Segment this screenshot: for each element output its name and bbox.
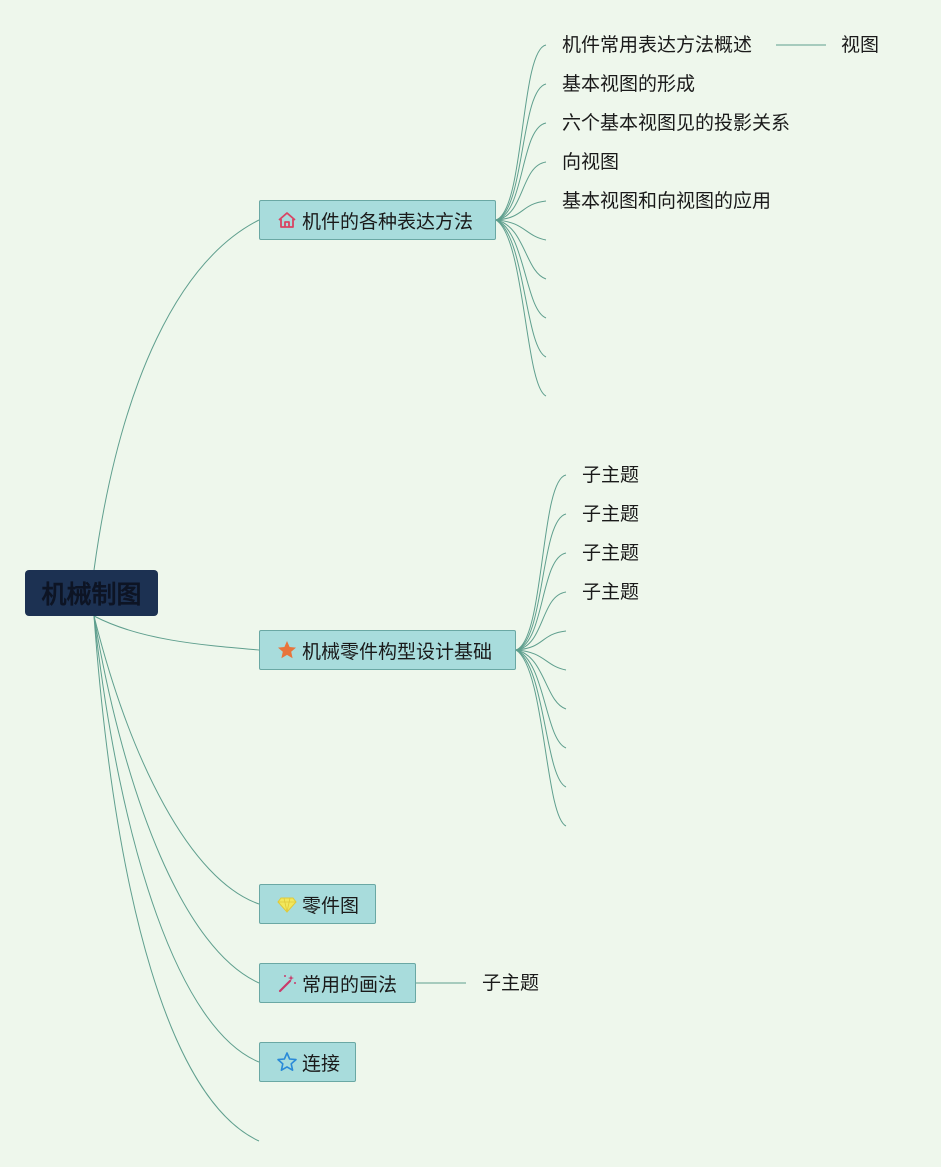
subtopic-basic-view-formation[interactable]: 基本视图的形成	[562, 73, 696, 95]
branch-topic-label: 连接	[302, 1052, 341, 1075]
subtopic-view[interactable]: 视图	[841, 34, 880, 56]
branch-topic-label: 机械零件构型设计基础	[302, 640, 493, 663]
branch-topic-part-drawing[interactable]: 零件图	[259, 884, 376, 924]
subtopic-common-methods-child[interactable]: 子主题	[482, 972, 540, 994]
branch-topic-label: 零件图	[302, 894, 360, 917]
connector-root-branch2	[93, 615, 260, 651]
branch-topic-connection[interactable]: 连接	[259, 1042, 356, 1082]
subtopic-3[interactable]: 子主题	[582, 542, 640, 564]
house-icon	[276, 209, 298, 231]
branch-topic-part-design[interactable]: 机械零件构型设计基础	[259, 630, 516, 670]
connector-root-branch5	[93, 615, 260, 1063]
connector-root-extra	[93, 615, 260, 1142]
subtopic-2[interactable]: 子主题	[582, 503, 640, 525]
connector-root-branch3	[93, 615, 260, 905]
magic-wand-icon	[276, 972, 298, 994]
branch-topic-representation-methods[interactable]: 机件的各种表达方法	[259, 200, 496, 240]
branch-topic-label: 常用的画法	[302, 973, 398, 996]
diamond-icon	[276, 893, 298, 915]
root-topic-label: 机械制图	[41, 580, 142, 609]
branch-topic-label: 机件的各种表达方法	[302, 210, 474, 233]
subtopic-4[interactable]: 子主题	[582, 581, 640, 603]
branch-topic-common-methods[interactable]: 常用的画法	[259, 963, 416, 1003]
subtopic-directional-view[interactable]: 向视图	[562, 151, 620, 173]
star-outline-icon	[276, 1051, 298, 1073]
connector-root-branch4	[93, 615, 260, 984]
subtopic-1[interactable]: 子主题	[582, 464, 640, 486]
subtopic-view-application[interactable]: 基本视图和向视图的应用	[562, 190, 772, 212]
subtopic-overview[interactable]: 机件常用表达方法概述	[562, 34, 753, 56]
subtopic-six-view-projection[interactable]: 六个基本视图见的投影关系	[562, 112, 791, 134]
star-filled-icon	[276, 639, 298, 661]
connector-root-branch1	[93, 219, 260, 571]
root-topic[interactable]: 机械制图	[25, 570, 158, 616]
